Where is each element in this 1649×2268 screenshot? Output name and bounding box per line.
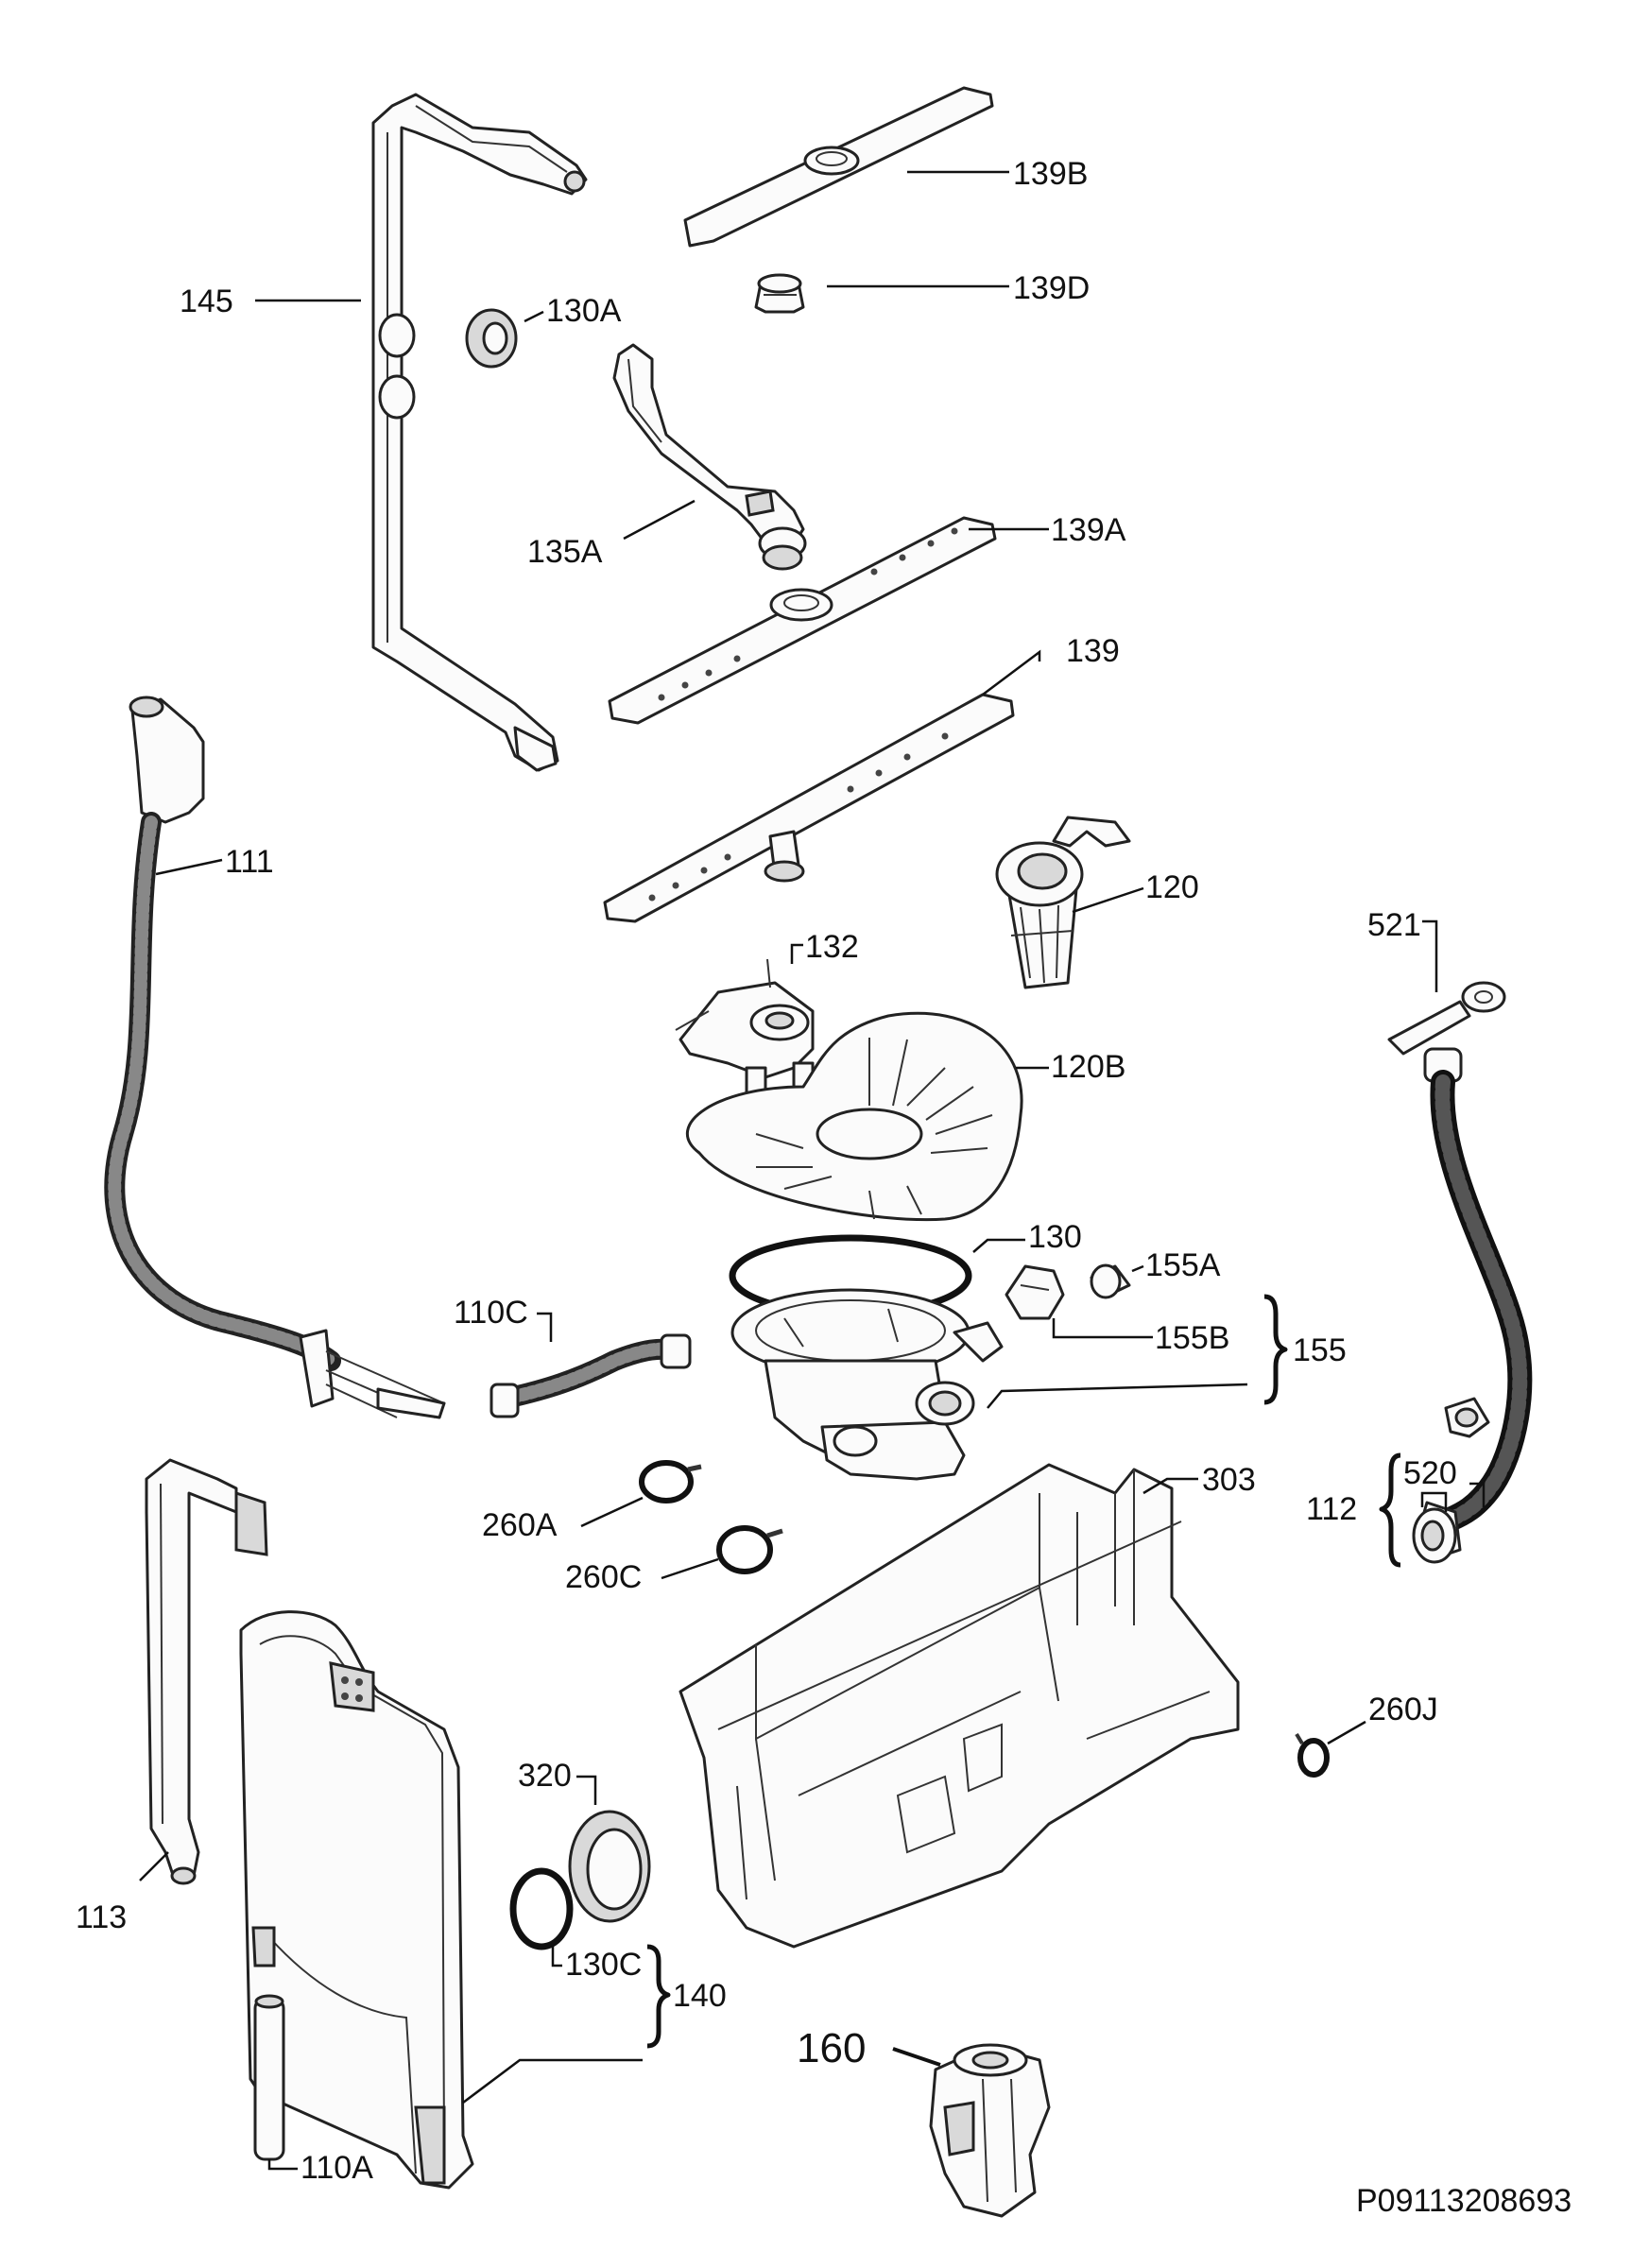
- part-112-drain-hose: [1412, 1047, 1533, 1564]
- label-521: 521: [1367, 907, 1421, 943]
- braces: [646, 1294, 1401, 2049]
- label-120B: 120B: [1051, 1049, 1125, 1085]
- part-labels: 145 130A 139B 139D 135A 139A 139 111 120…: [76, 156, 1457, 2186]
- part-139A-middle-spray-arm: [608, 516, 997, 725]
- label-139A: 139A: [1051, 512, 1126, 548]
- part-139D-nozzle: [754, 273, 805, 314]
- part-160-pump: [929, 2043, 1051, 2218]
- label-155B: 155B: [1155, 1320, 1229, 1356]
- part-520-connector: [1444, 1397, 1490, 1438]
- part-145-supply-pipe: [371, 93, 588, 772]
- part-155A-cap: [1090, 1263, 1131, 1299]
- label-139D: 139D: [1013, 270, 1090, 306]
- label-132: 132: [805, 929, 859, 965]
- label-120: 120: [1145, 869, 1199, 905]
- leader-lines: [139, 170, 1486, 2171]
- part-120B-filter-plate: [685, 1011, 1023, 1222]
- part-120-filter: [995, 816, 1131, 989]
- label-145: 145: [180, 284, 233, 319]
- label-135A: 135A: [527, 534, 603, 570]
- label-130A: 130A: [546, 293, 622, 329]
- label-155: 155: [1293, 1332, 1347, 1368]
- part-260J-clamp: [1295, 1732, 1330, 1778]
- part-111-inlet-hose: [104, 696, 446, 1419]
- part-303-base: [678, 1463, 1240, 1949]
- part-260A-clamp: [639, 1460, 702, 1503]
- part-132-valve: [675, 958, 815, 1098]
- label-130: 130: [1028, 1219, 1082, 1255]
- label-303: 303: [1202, 1462, 1256, 1498]
- label-140: 140: [673, 1978, 727, 2014]
- part-155B-cover: [1005, 1264, 1065, 1320]
- part-130A-seal: [465, 308, 518, 369]
- label-110C: 110C: [454, 1295, 528, 1331]
- part-113-pipe: [145, 1458, 268, 1885]
- part-139-lower-spray-arm: [603, 693, 1015, 923]
- part-110A-tube: [253, 1994, 285, 2161]
- label-260C: 260C: [565, 1559, 642, 1595]
- label-155A: 155A: [1145, 1247, 1221, 1283]
- label-130C: 130C: [565, 1947, 642, 1983]
- part-521-clip: [1387, 981, 1506, 1056]
- part-320-seal: [568, 1810, 651, 1923]
- part-135A-spray-arm-support: [612, 343, 807, 571]
- figure-id: P09113208693: [1356, 2183, 1572, 2219]
- part-139B-upper-spray-arm: [683, 86, 994, 248]
- label-113: 113: [76, 1899, 127, 1935]
- part-130-sump: [729, 1234, 1004, 1481]
- part-140-panel: [239, 1610, 474, 2190]
- label-112: 112: [1306, 1491, 1357, 1527]
- label-139: 139: [1066, 633, 1120, 669]
- label-110A: 110A: [301, 2150, 373, 2186]
- label-111: 111: [225, 844, 274, 880]
- label-139B: 139B: [1013, 156, 1088, 192]
- label-260J: 260J: [1368, 1692, 1438, 1727]
- label-520: 520: [1403, 1455, 1457, 1491]
- label-160: 160: [797, 2025, 866, 2071]
- part-130C-ring: [509, 1867, 574, 1950]
- label-260A: 260A: [482, 1507, 558, 1543]
- part-260C-clamp: [716, 1525, 783, 1574]
- part-110C-hose: [490, 1333, 692, 1418]
- label-320: 320: [518, 1758, 572, 1794]
